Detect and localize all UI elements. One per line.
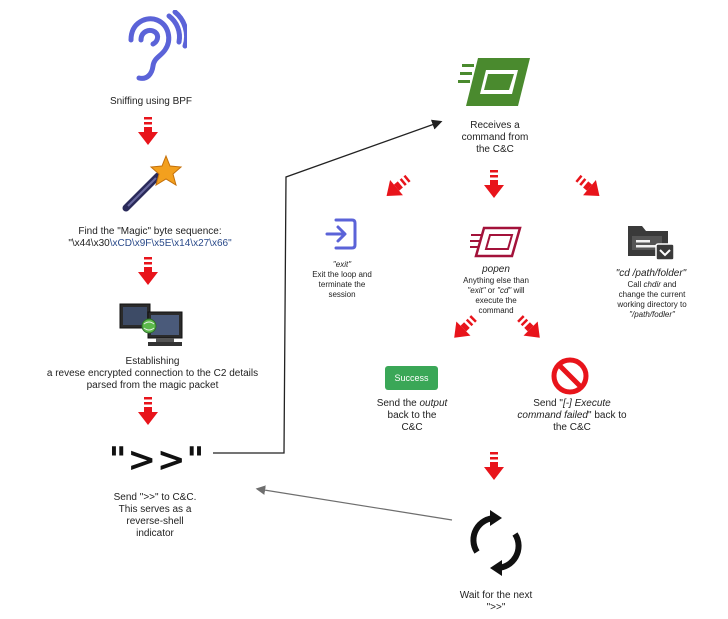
- flow-arrow-3: [138, 397, 158, 425]
- receive-line-3: the C&C: [476, 144, 514, 155]
- fail-desc-line-2: command failed" back to: [517, 410, 627, 421]
- success-branch-description: Send the output back to the C&C: [364, 398, 460, 434]
- fail-branch-description: Send "[-] Execute command failed" back t…: [504, 398, 640, 434]
- send-line-1: Send ">>" to C&C.: [113, 492, 197, 503]
- success-desc-line-2: back to the: [387, 410, 437, 421]
- magic-bytes-part2: \xCD\x9F\x5E\x14\x27\x66": [109, 238, 232, 249]
- connector-wait-to-shell: [255, 485, 453, 521]
- flow-arrow-to-exit: [380, 170, 415, 204]
- exit-desc-line-1: Exit the loop and: [312, 270, 372, 279]
- cd-desc-line-1: Call chdir and: [627, 280, 677, 289]
- exit-icon: [325, 218, 357, 250]
- send-line-4: indicator: [136, 528, 174, 539]
- exit-desc-line-3: session: [328, 290, 356, 299]
- flow-arrow-2: [138, 257, 158, 285]
- flow-arrow-to-fail: [512, 310, 547, 345]
- wait-line-2: ">>": [486, 602, 506, 613]
- exit-branch-title: "exit": [332, 260, 352, 269]
- receive-line-1: Receives a: [470, 120, 520, 131]
- send-line-2: This serves as a: [118, 504, 192, 515]
- step-send-indicator-label: Send ">>" to C&C. This serves as a rever…: [100, 492, 210, 540]
- receive-line-2: command from: [461, 132, 529, 143]
- establish-line-2: a revese encrypted connection to the C2 …: [46, 368, 259, 379]
- cd-branch-title: "cd /path/folder": [615, 268, 687, 279]
- magic-byte-sequence: "\x44\x30\xCD\x9F\x5E\x14\x27\x66": [40, 238, 260, 250]
- flow-arrow-1: [138, 117, 158, 145]
- terminal-icon: [458, 58, 530, 106]
- fail-desc-line-1: Send "[-] Execute: [533, 398, 611, 409]
- success-badge: Success: [385, 366, 438, 390]
- popen-icon: [470, 226, 522, 258]
- folder-cd-icon: [628, 226, 675, 261]
- cd-desc-line-3: working directory to: [617, 300, 687, 309]
- establish-line-3: parsed from the magic packet: [86, 380, 219, 391]
- ear-icon: [128, 10, 187, 81]
- receive-command-label: Receives a command from the C&C: [445, 120, 545, 156]
- magic-bytes-part1: "\x44\x30: [68, 238, 110, 249]
- popen-branch-title: popen: [482, 264, 510, 275]
- magic-wand-icon: [122, 154, 183, 212]
- exit-desc-line-2: terminate the: [318, 280, 366, 289]
- fail-desc-line-3: the C&C: [553, 422, 591, 433]
- wait-next-label: Wait for the next ">>": [446, 590, 546, 614]
- popen-desc-line-1: Anything else than: [463, 276, 529, 285]
- step-sniff-label: Sniffing using BPF: [109, 96, 193, 107]
- sync-icon: [470, 510, 522, 576]
- step-find-magic-label: Find the "Magic" byte sequence:: [78, 226, 222, 237]
- no-entry-icon: [551, 357, 589, 395]
- establish-line-1: Establishing: [125, 356, 180, 367]
- step-establish-label: Establishing a revese encrypted connecti…: [20, 356, 285, 392]
- network-computers-icon: [119, 303, 183, 346]
- success-desc-line-3: C&C: [401, 422, 423, 433]
- send-line-3: reverse-shell: [126, 516, 184, 527]
- connector-shell-to-cc: [213, 119, 443, 454]
- flow-arrow-to-cd: [571, 170, 606, 204]
- popen-desc-line-2: "exit" or "cd" will: [467, 286, 525, 295]
- exit-branch-description: Exit the loop and terminate the session: [302, 270, 382, 300]
- popen-branch-description: Anything else than "exit" or "cd" will e…: [446, 276, 546, 316]
- wait-line-1: Wait for the next: [459, 590, 533, 601]
- flow-arrow-to-popen: [484, 170, 504, 198]
- reverse-shell-indicator: ">>": [108, 440, 206, 480]
- popen-desc-line-3: execute the: [475, 296, 517, 305]
- success-desc-line-1: Send the output: [376, 398, 448, 409]
- flow-arrow-to-success: [447, 310, 482, 345]
- cd-desc-line-2: change the current: [618, 290, 686, 299]
- flow-arrow-to-wait: [484, 452, 504, 480]
- cd-branch-description: Call chdir and change the current workin…: [606, 280, 698, 320]
- cd-desc-line-4: "/path/fodler": [629, 310, 675, 319]
- popen-desc-line-4: command: [478, 306, 514, 315]
